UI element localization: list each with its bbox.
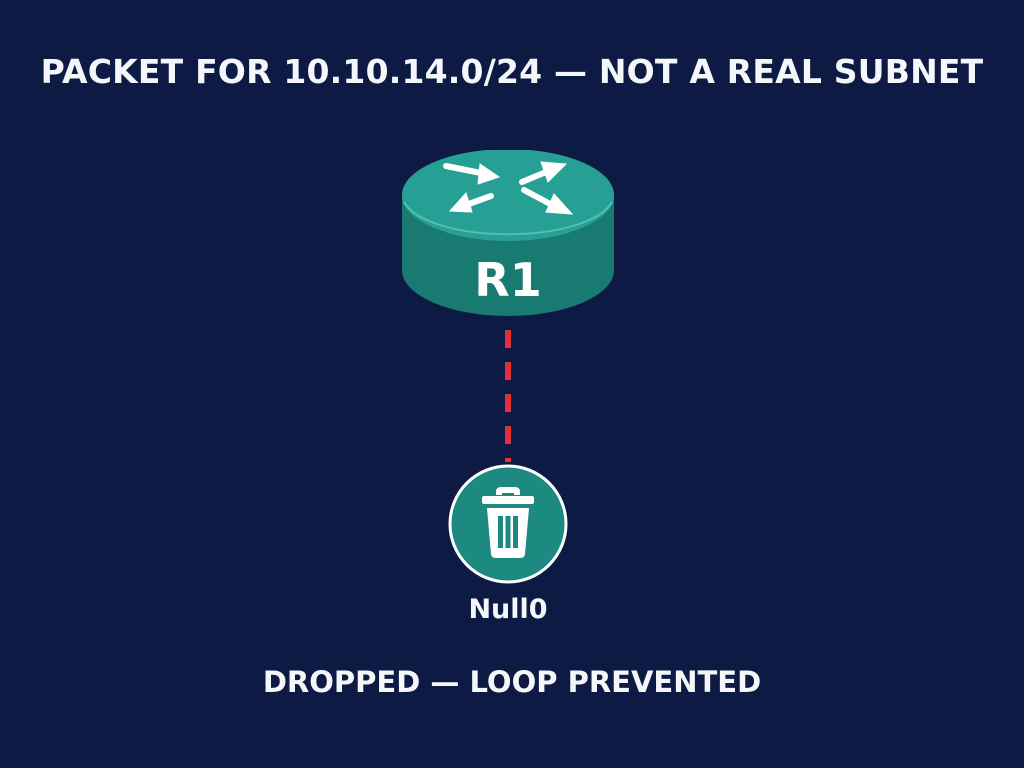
diagram-title: PACKET FOR 10.10.14.0/24 — NOT A REAL SU… [40, 52, 984, 91]
router-arrows-icon [443, 161, 574, 215]
dashed-link [505, 330, 511, 462]
router-label: R1 [474, 253, 542, 307]
trash-icon [482, 487, 534, 558]
null-interface-label: Null0 [468, 594, 548, 625]
router-node [402, 150, 614, 316]
null-interface-node [448, 464, 568, 584]
result-caption: DROPPED — LOOP PREVENTED [262, 665, 762, 699]
